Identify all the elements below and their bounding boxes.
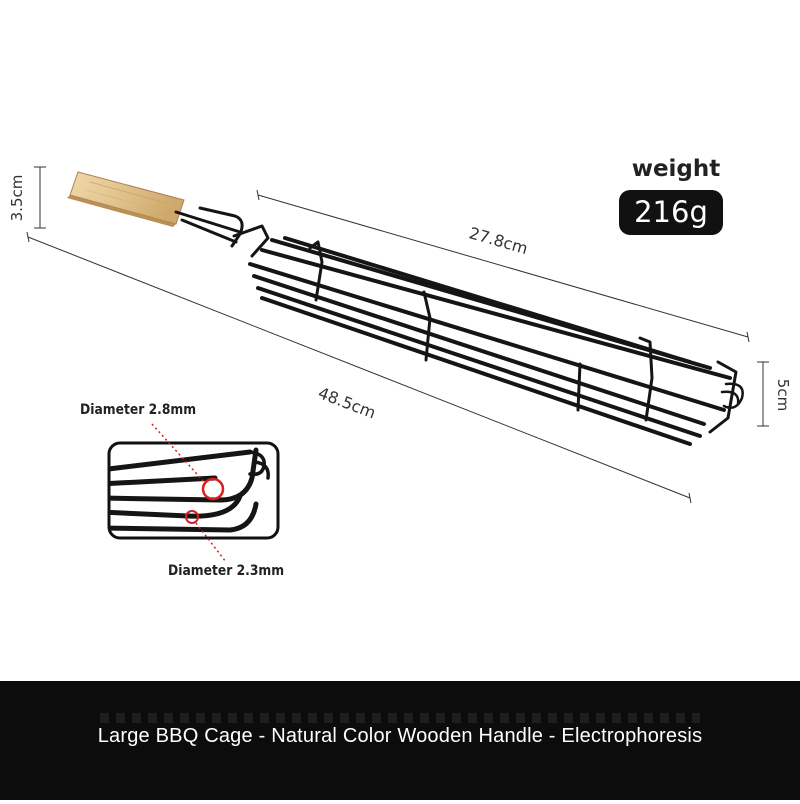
handle-height-label: 3.5cm xyxy=(8,175,26,222)
wire-detail-inset xyxy=(107,441,280,540)
caption-ghost-text xyxy=(100,713,700,723)
basket-height-label: 5cm xyxy=(774,379,792,411)
total-length-label: 48.5cm xyxy=(316,383,379,422)
basket-length-label: 27.8cm xyxy=(467,223,530,258)
outer-wire-diameter-label: Diameter 2.8mm xyxy=(80,402,197,418)
wooden-handle xyxy=(67,171,185,227)
dimension-lines xyxy=(26,166,769,504)
weight-badge: 216g xyxy=(619,190,723,235)
weight-label: weight xyxy=(631,156,721,182)
inner-wire-diameter-label: Diameter 2.3mm xyxy=(168,563,285,579)
callout-lines xyxy=(151,423,227,563)
product-caption: Large BBQ Cage - Natural Color Wooden Ha… xyxy=(97,725,703,747)
bbq-cage xyxy=(174,206,744,446)
caption-bar: Large BBQ Cage - Natural Color Wooden Ha… xyxy=(0,681,800,800)
